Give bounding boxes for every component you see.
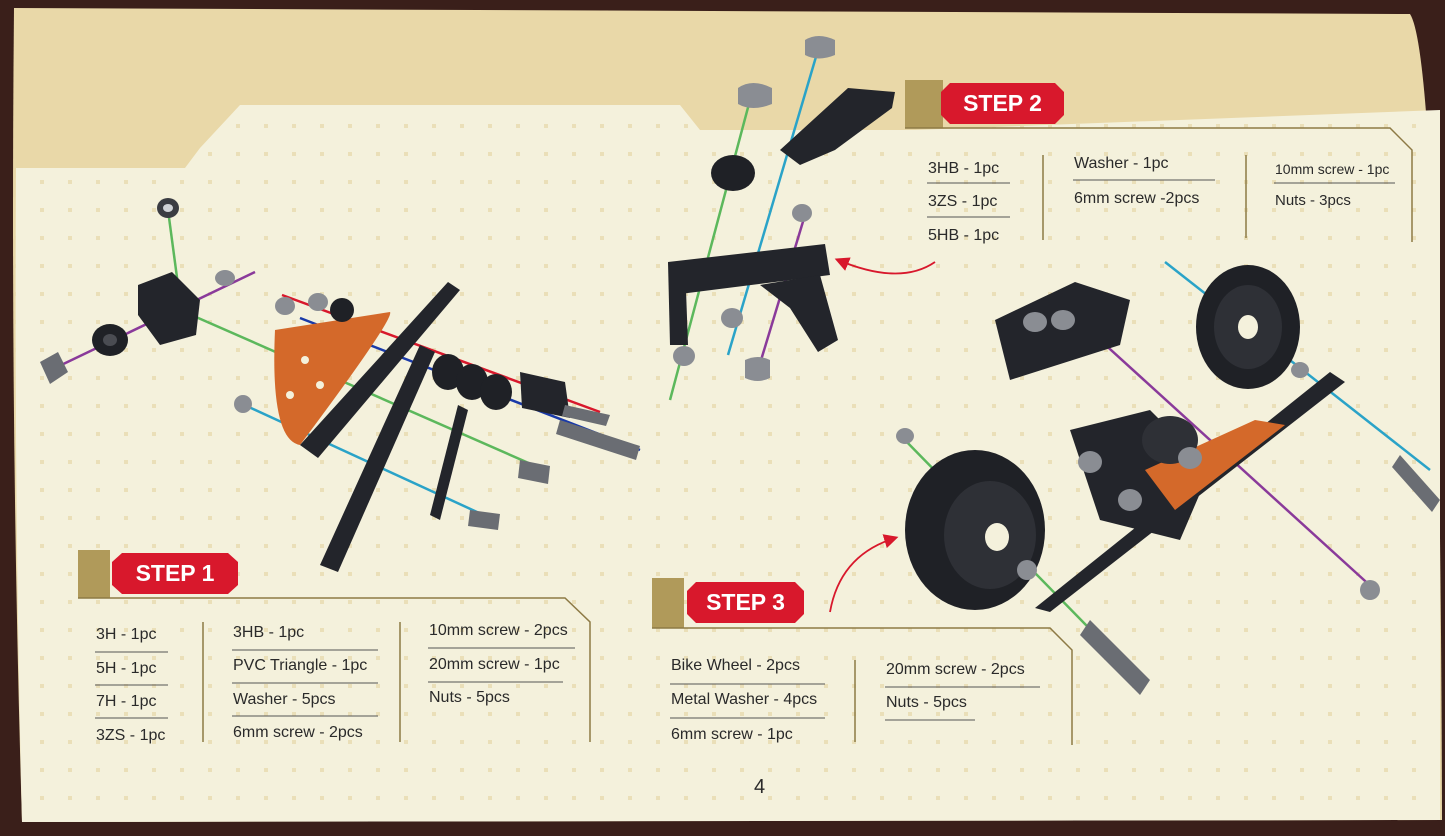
- step1-badge: [112, 553, 238, 594]
- step1-part: 3HB - 1pc: [233, 624, 305, 641]
- step2-part: 6mm screw -2pcs: [1074, 190, 1200, 207]
- step3-part: 20mm screw - 2pcs: [886, 661, 1025, 678]
- step2-part: Washer - 1pc: [1074, 155, 1169, 172]
- step1-box: [78, 550, 591, 742]
- step1-part: 7H - 1pc: [96, 693, 157, 710]
- step2-part: Nuts - 3pcs: [1275, 192, 1351, 209]
- step2-illustration: [668, 36, 936, 401]
- step1-part: 10mm screw - 2pcs: [429, 622, 568, 639]
- step2-part: 3HB - 1pc: [928, 160, 1000, 177]
- step3-title: STEP 3: [706, 589, 785, 615]
- step2-part: 10mm screw - 1pc: [1275, 161, 1390, 177]
- step1-part: 6mm screw - 2pcs: [233, 724, 363, 741]
- step1-title: STEP 1: [135, 560, 215, 586]
- step1-part: PVC Triangle - 1pc: [233, 657, 368, 674]
- step2-part: 3ZS - 1pc: [928, 193, 998, 210]
- step3-box: [652, 578, 1073, 745]
- step3-part: Bike Wheel - 2pcs: [671, 657, 800, 674]
- step1-part: Nuts - 5pcs: [429, 689, 510, 706]
- step1-illustration: [40, 198, 641, 572]
- step3-illustration: [829, 261, 1440, 695]
- step3-part: 6mm screw - 1pc: [671, 726, 793, 743]
- step3-badge: [687, 582, 804, 623]
- step2-title: STEP 2: [963, 90, 1042, 116]
- step3-part: Metal Washer - 4pcs: [671, 691, 818, 708]
- step3-part: Nuts - 5pcs: [886, 694, 967, 711]
- step1-part: 3H - 1pc: [96, 626, 157, 643]
- step1-part: Washer - 5pcs: [233, 691, 336, 708]
- step1-part: 3ZS - 1pc: [96, 727, 166, 744]
- step2-part: 5HB - 1pc: [928, 227, 1000, 244]
- page-number: 4: [754, 776, 766, 798]
- step2-box: [905, 80, 1413, 242]
- step1-part: 20mm screw - 1pc: [429, 656, 560, 673]
- step2-badge: [941, 83, 1064, 124]
- step1-part: 5H - 1pc: [96, 660, 157, 677]
- paper-sheet: [13, 8, 1442, 822]
